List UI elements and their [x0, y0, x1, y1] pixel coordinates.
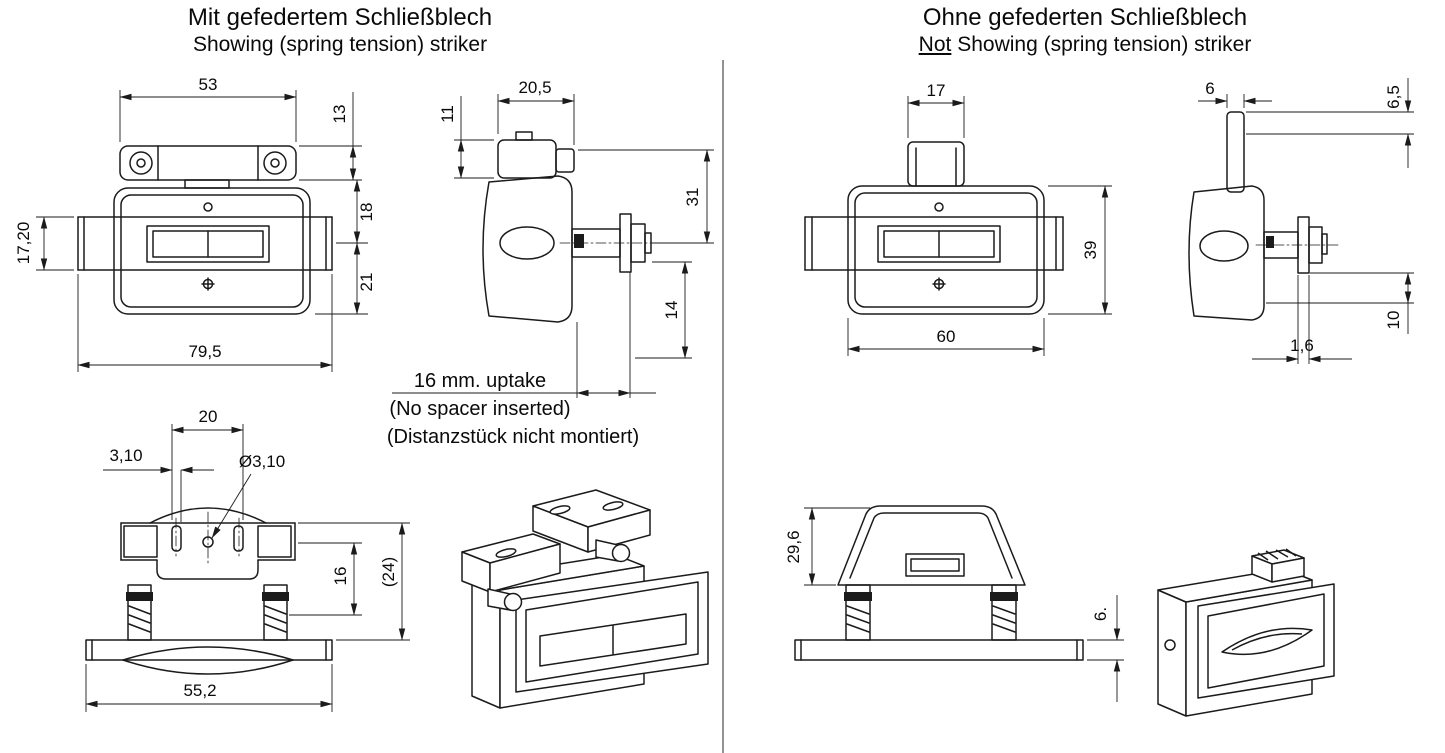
- dim-striker-width: 53: [199, 75, 218, 94]
- dim-side-tab-width: 6: [1205, 79, 1214, 98]
- dim-body-width-right: 60: [937, 327, 956, 346]
- left-section-title: Mit gefedertem Schließblech Showing (spr…: [115, 4, 565, 57]
- left-isometric-view: [461, 489, 709, 709]
- dim-slot-width: 3,10: [109, 446, 142, 465]
- left-title-german: Mit gefedertem Schließblech: [187, 4, 493, 31]
- dim-side-top-width: 20,5: [518, 78, 551, 97]
- dim-side-upper: 31: [683, 188, 702, 207]
- right-title-english: Not Showing (spring tension) striker: [850, 32, 1320, 57]
- note-no-spacer: (No spacer inserted): [389, 398, 570, 420]
- dim-ref-height: (24): [379, 557, 398, 587]
- dim-side-tab-height-right: 6,5: [1384, 85, 1403, 109]
- dim-tab-width: 17: [927, 81, 946, 100]
- dim-flange-thickness: 1,6: [1290, 336, 1314, 355]
- dim-side-lower-right: 10: [1384, 311, 1403, 330]
- not-underlined: Not: [918, 32, 952, 56]
- dim-bottom-body-height: 29,6: [784, 530, 803, 563]
- dim-hole-dia: Ø3,10: [239, 452, 285, 471]
- right-title-german: Ohne gefederten Schließblech: [922, 4, 1248, 31]
- dim-plate-width: 55,2: [183, 681, 216, 700]
- dim-side-tab-height: 11: [438, 105, 457, 123]
- dim-bottom-gap: 6.: [1091, 607, 1110, 621]
- dim-striker-height: 13: [330, 105, 349, 124]
- dim-lower: 21: [357, 273, 376, 292]
- dim-bar-height: 17,20: [14, 222, 33, 265]
- right-section-title: Ohne gefederten Schließblech Not Showing…: [850, 4, 1320, 57]
- dim-body-height-right: 39: [1081, 241, 1100, 260]
- dim-side-lower: 14: [662, 301, 681, 320]
- left-bottom-view: 20 3,10 Ø3,10 16 (24) 55,2: [85, 407, 410, 712]
- dim-body-height: 16: [331, 567, 350, 586]
- dim-upper: 18: [357, 203, 376, 222]
- note-uptake: 16 mm. uptake: [414, 370, 546, 392]
- right-side-view: 6 6,5 10 1,6: [1188, 78, 1414, 364]
- right-isometric-view: [1157, 548, 1335, 717]
- right-bottom-view: 29,6 6.: [784, 505, 1124, 702]
- dim-total-width: 79,5: [188, 342, 221, 361]
- left-side-view: 11 20,5 31 14 16 mm. uptake (No sp: [387, 78, 714, 448]
- right-front-view: 17 39 60: [804, 81, 1112, 356]
- right-title-english-rest: Showing (spring tension) striker: [957, 32, 1252, 56]
- dim-slot-span: 20: [199, 407, 218, 426]
- left-front-view: 53 13 17,20 18 21 79,5: [14, 75, 376, 372]
- left-title-english: Showing (spring tension) striker: [192, 32, 488, 56]
- note-distanzstueck: (Distanzstück nicht montiert): [387, 426, 639, 448]
